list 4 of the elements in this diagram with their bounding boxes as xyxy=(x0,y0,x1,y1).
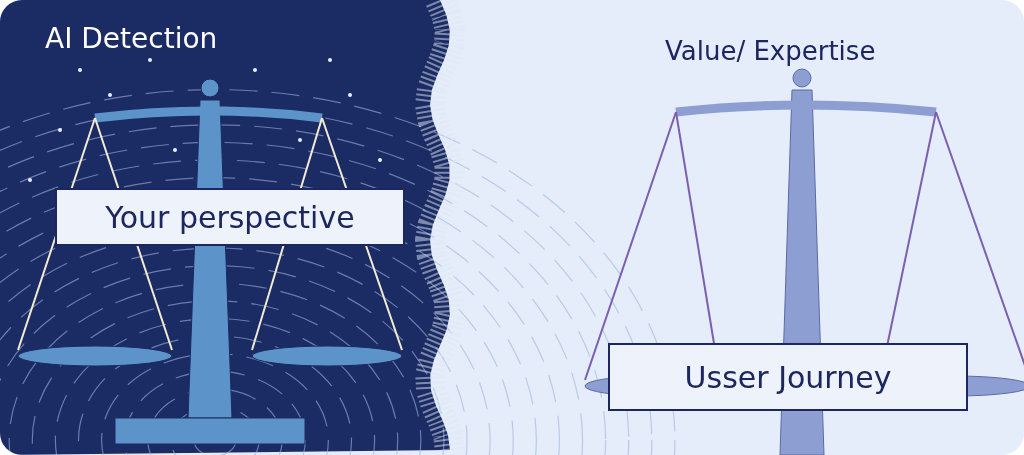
label-banner: Your perspective xyxy=(55,188,405,246)
heading: Value/ Expertise xyxy=(665,36,876,66)
label-banner: Usser Journey xyxy=(608,343,968,411)
heading: AI Detection xyxy=(45,22,218,55)
